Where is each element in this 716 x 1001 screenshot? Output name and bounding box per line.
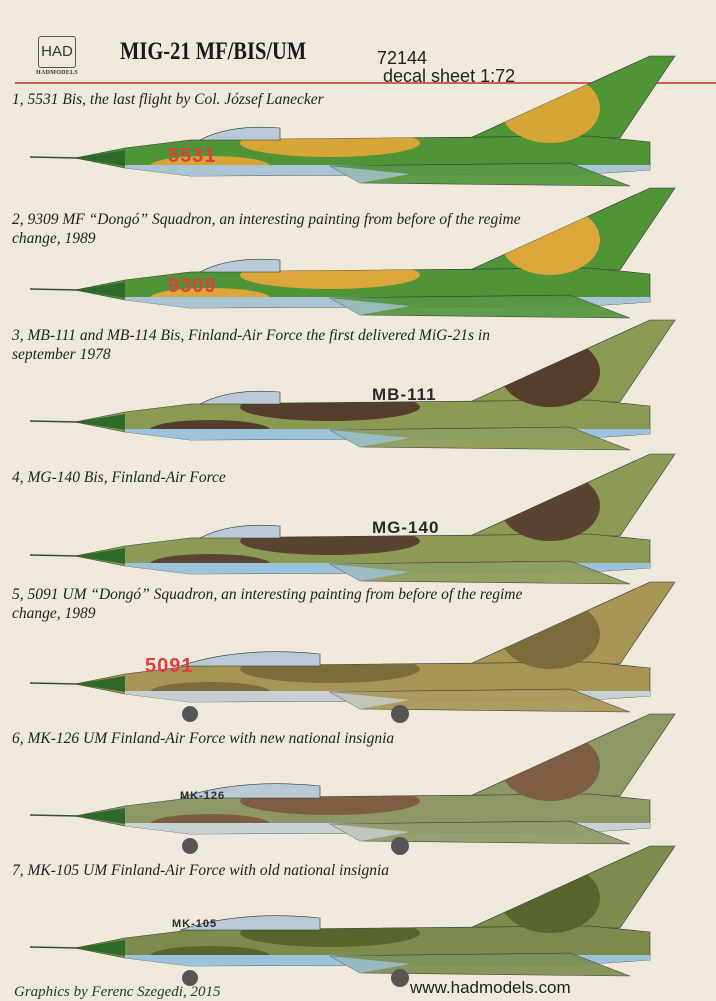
aircraft-serial-2: 9309 [168,275,217,297]
aircraft-serial-3: MB-111 [372,385,437,404]
page-title: MIG-21 MF/BIS/UM [120,38,307,65]
logo-subtitle: HADMODELS [36,70,79,76]
caption-2: 2, 9309 MF “Dongó” Squadron, an interest… [12,211,521,247]
header-divider [15,82,716,84]
aircraft-profile-6 [29,706,700,861]
caption-6: 6, MK-126 UM Finland-Air Force with new … [12,730,395,747]
aircraft-serial-4: MG-140 [372,518,440,537]
aircraft-serial-1: 5531 [168,145,217,167]
aircraft-serial-6: MK-126 [180,790,226,802]
aircraft-profile-4 [29,446,700,591]
caption-7: 7, MK-105 UM Finland-Air Force with old … [12,862,390,879]
caption-1: 1, 5531 Bis, the last flight by Col. Józ… [12,91,324,108]
aircraft-profile-5 [29,574,700,729]
product-number: 72144 [377,48,428,68]
sheet-scale: decal sheet 1:72 [383,66,516,86]
website-url: www.hadmodels.com [410,978,571,997]
caption-4: 4, MG-140 Bis, Finland-Air Force [12,469,226,486]
aircraft-profile-3 [29,312,700,457]
aircraft-serial-7: MK-105 [172,918,218,930]
aircraft-serial-5: 5091 [145,655,194,677]
caption-5: 5, 5091 UM “Dongó” Squadron, an interest… [12,586,523,622]
hadmodels-logo: HAD [38,36,76,68]
aircraft-profile-7 [29,838,700,993]
graphics-credit: Graphics by Ferenc Szegedi, 2015 [14,984,221,1000]
caption-3: 3, MB-111 and MB-114 Bis, Finland-Air Fo… [12,327,490,363]
aircraft-profile-1 [29,48,700,193]
aircraft-profile-2 [29,180,700,325]
